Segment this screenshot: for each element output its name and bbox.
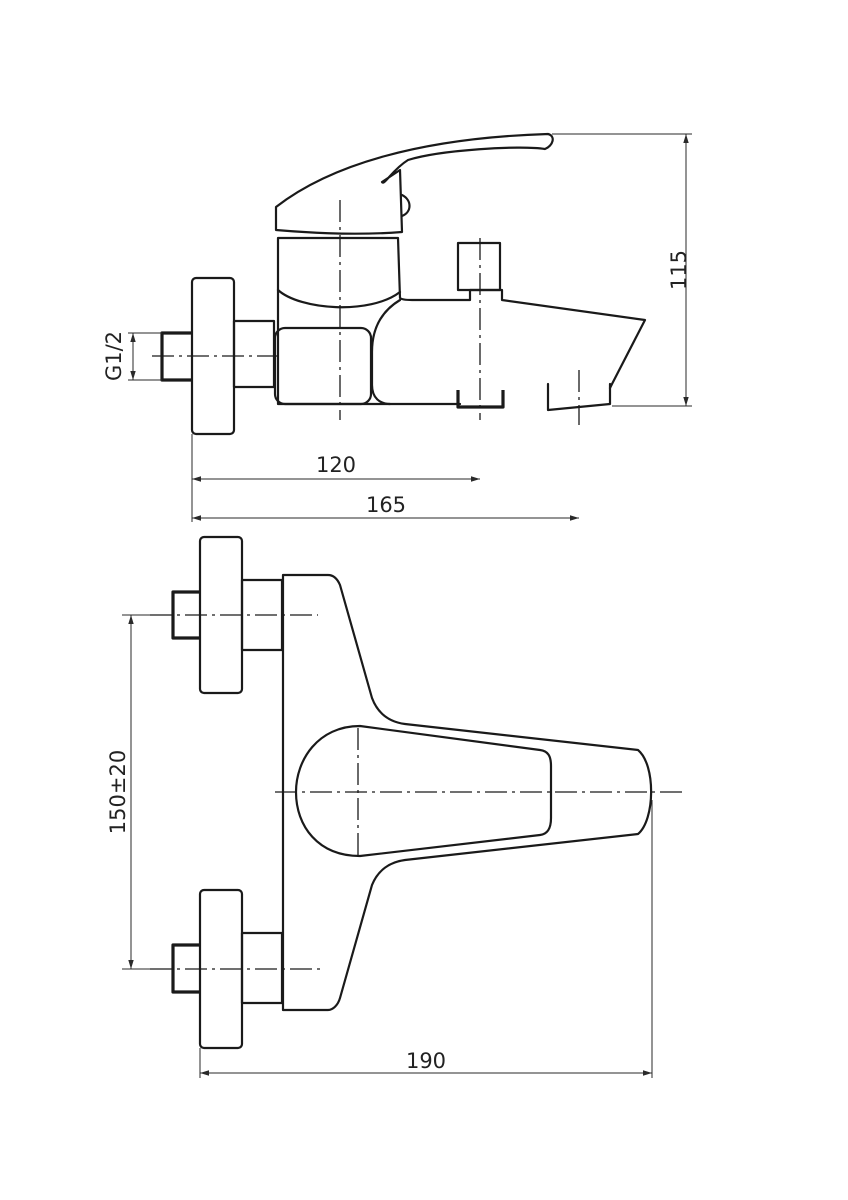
dim-spout-distance: 165 xyxy=(366,493,406,517)
side-body-panel xyxy=(273,326,373,406)
top-lower-eccentric xyxy=(240,931,284,1005)
side-mixer-body xyxy=(276,236,647,406)
top-mixer-body xyxy=(281,573,653,1012)
dim-connection-spacing: 150±20 xyxy=(106,750,130,834)
side-diverter-knob xyxy=(456,241,502,292)
side-body-curve xyxy=(276,288,402,309)
dim-height: 115 xyxy=(667,250,691,290)
dim-total-length: 190 xyxy=(406,1049,446,1073)
side-body-lower xyxy=(370,298,402,406)
dim-connection-thread: G1/2 xyxy=(102,331,126,381)
side-lever-screw xyxy=(400,193,411,218)
dim-outlet-distance: 120 xyxy=(316,453,356,477)
top-lower-connector xyxy=(171,943,200,994)
side-eccentric-neck xyxy=(232,319,276,389)
top-view: 150±20 190 xyxy=(106,535,685,1078)
top-upper-connector xyxy=(171,590,200,640)
top-handle-cap xyxy=(294,724,553,858)
side-view: G1/2 115 120 165 xyxy=(102,132,692,522)
side-lever-handle xyxy=(274,132,554,235)
